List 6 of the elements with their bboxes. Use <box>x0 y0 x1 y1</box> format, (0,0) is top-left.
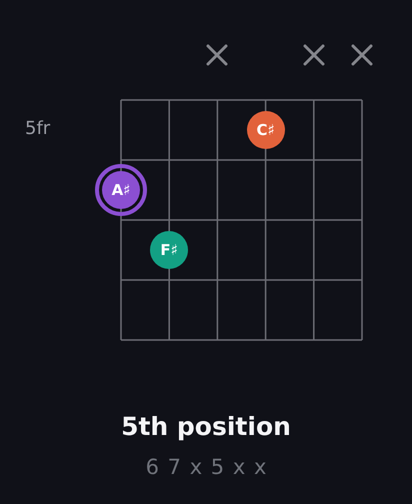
note-dot: F♯ <box>150 231 188 269</box>
note-dot: C♯ <box>246 111 285 149</box>
chord-title: 5th position <box>121 412 291 441</box>
fret-number: 5fr <box>25 118 50 139</box>
fingering-text: 6 7 x 5 x x <box>146 455 266 479</box>
root-note-dot: A♯ <box>95 164 147 216</box>
